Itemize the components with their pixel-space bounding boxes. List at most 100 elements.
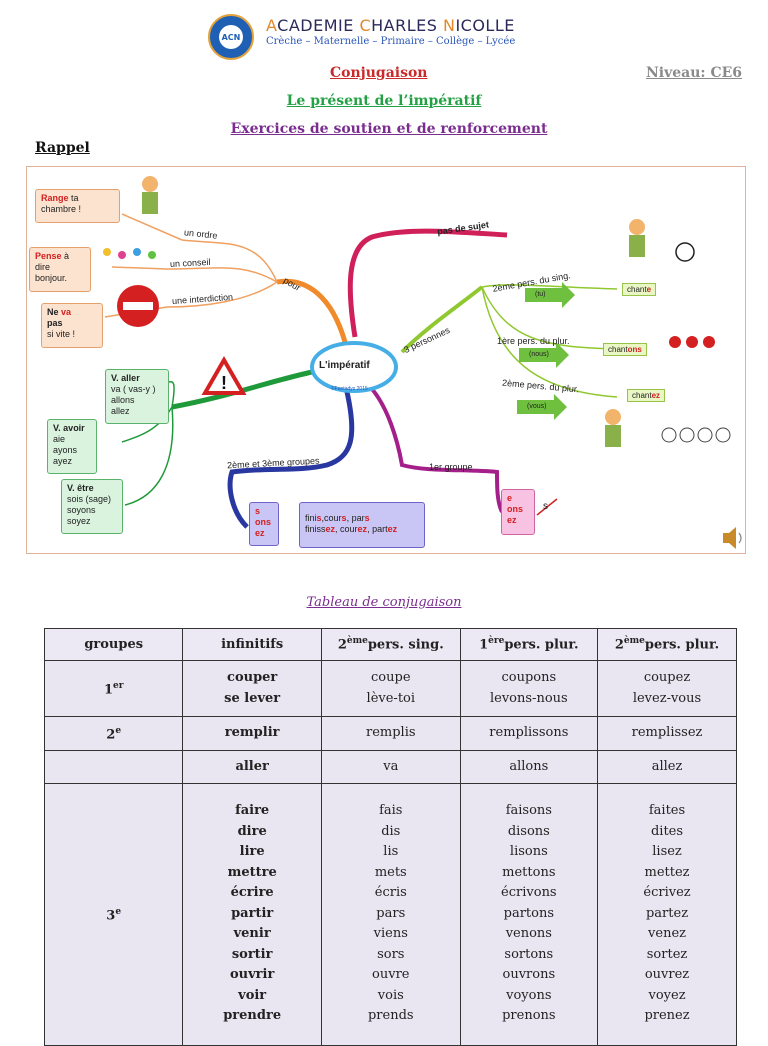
conjugated-form: disons — [507, 823, 550, 839]
infinitive-cell: remplir — [182, 716, 322, 751]
ending-highlight: s — [341, 513, 347, 523]
conjugated-form: ouvre — [372, 967, 410, 982]
conjugated-form: vois — [377, 987, 404, 1003]
header-num: 2 — [337, 637, 347, 653]
watermark: ©Fantadys 2015 — [331, 386, 368, 392]
group-number: 1 — [103, 682, 113, 698]
conjugated-form: partez — [645, 905, 689, 921]
conjugated-form: mets — [374, 864, 407, 880]
example-chantez: chantez — [627, 389, 666, 402]
conjugated-form: mettons — [502, 864, 556, 880]
mind-map-lines: ! — [103, 176, 742, 549]
ending: e — [507, 493, 513, 503]
example-stem: , cour — [335, 524, 358, 534]
header-sup: ère — [488, 636, 505, 647]
example-text: ta — [68, 193, 79, 203]
conjugated-form: pars — [376, 905, 406, 921]
infinitive-cell: aller — [182, 749, 322, 784]
example-text: dire — [35, 262, 51, 272]
ending-highlight: s — [316, 513, 322, 523]
logo-text: ACN — [219, 25, 243, 49]
conjugated-form: prends — [367, 1008, 414, 1023]
conjugated-form: dites — [650, 823, 684, 839]
ending: ons — [507, 504, 524, 514]
example-stem: , part — [367, 524, 388, 534]
header-2nd-sing: 2èmepers. sing. — [320, 628, 461, 661]
example-text: pas — [47, 318, 63, 328]
ending-highlight: ez — [325, 524, 336, 534]
example-stem: finiss — [305, 524, 326, 534]
school-info: ACADEMIE CHARLES NICOLLE Crèche – Matern… — [266, 14, 515, 47]
example-chante: chante — [622, 283, 657, 296]
conjugated-form: va — [383, 758, 399, 774]
verb-form: va ( vas-y ) — [111, 384, 156, 394]
header-sup: ème — [346, 636, 368, 647]
group-sup: e — [115, 906, 122, 917]
header-num: 1 — [479, 637, 489, 653]
ending: s — [255, 506, 261, 516]
conjugated-form: aller — [235, 758, 269, 774]
verb-title: V. être — [67, 483, 94, 493]
example-text: bonjour. — [35, 273, 68, 283]
verb-title: V. avoir — [53, 423, 85, 433]
sing2-cell: va — [320, 749, 461, 784]
header-text: pers. plur. — [504, 637, 579, 653]
verb-form: soyez — [67, 516, 91, 526]
conjugated-form: voyez — [648, 987, 686, 1003]
header-2nd-plur: 2èmepers. plur. — [597, 628, 737, 661]
conjugated-form: écrire — [230, 885, 274, 900]
header-num: 2 — [614, 637, 624, 653]
school-name-part: A — [266, 16, 278, 35]
school-name-part: HARLES — [371, 16, 443, 35]
school-name-part: N — [442, 16, 456, 35]
ending-highlight: ez — [651, 391, 661, 400]
speaker-icon[interactable] — [719, 525, 743, 551]
branch-advice: un conseil — [169, 256, 211, 270]
ending-highlight: ez — [387, 524, 398, 534]
subject-title: Conjugaison — [330, 65, 428, 81]
conjugated-form: mettez — [644, 864, 690, 880]
exercise-title: Exercices de soutien et de renforcement — [230, 121, 548, 137]
example-stem: fini — [305, 513, 317, 523]
header-groups: groupes — [43, 628, 184, 661]
conjugated-form: se lever — [224, 690, 281, 706]
conjugated-form: allons — [509, 758, 549, 774]
conjugated-form: partons — [503, 905, 555, 921]
header-infinitives: infinitifs — [182, 628, 322, 661]
conjugated-form: mettre — [227, 864, 277, 880]
ending: ons — [255, 517, 272, 527]
conjugated-form: sors — [377, 946, 405, 962]
example-text: à — [61, 251, 70, 261]
conjugated-form: sortir — [231, 946, 273, 962]
header-text: pers. plur. — [644, 637, 720, 653]
example-stem: chant — [632, 391, 652, 400]
conjugated-form: écris — [374, 885, 407, 900]
group-cell — [43, 749, 184, 784]
conjugated-form: ouvrons — [502, 967, 556, 982]
school-header: ACN ACADEMIE CHARLES NICOLLE Crèche – Ma… — [208, 14, 515, 60]
conjugated-form: prendre — [223, 1008, 282, 1023]
verb-form: ayons — [53, 445, 78, 455]
example-stem: , par — [346, 513, 365, 523]
example-stem: ,cour — [321, 513, 342, 523]
group-cell: 2e — [43, 716, 184, 751]
lesson-title: Le présent de l’impératif — [286, 93, 482, 109]
school-name: ACADEMIE CHARLES NICOLLE — [266, 16, 515, 35]
conjugated-form: lisez — [652, 844, 682, 859]
conjugated-form: levez-vous — [632, 690, 702, 706]
conjugated-form: faire — [235, 803, 270, 818]
